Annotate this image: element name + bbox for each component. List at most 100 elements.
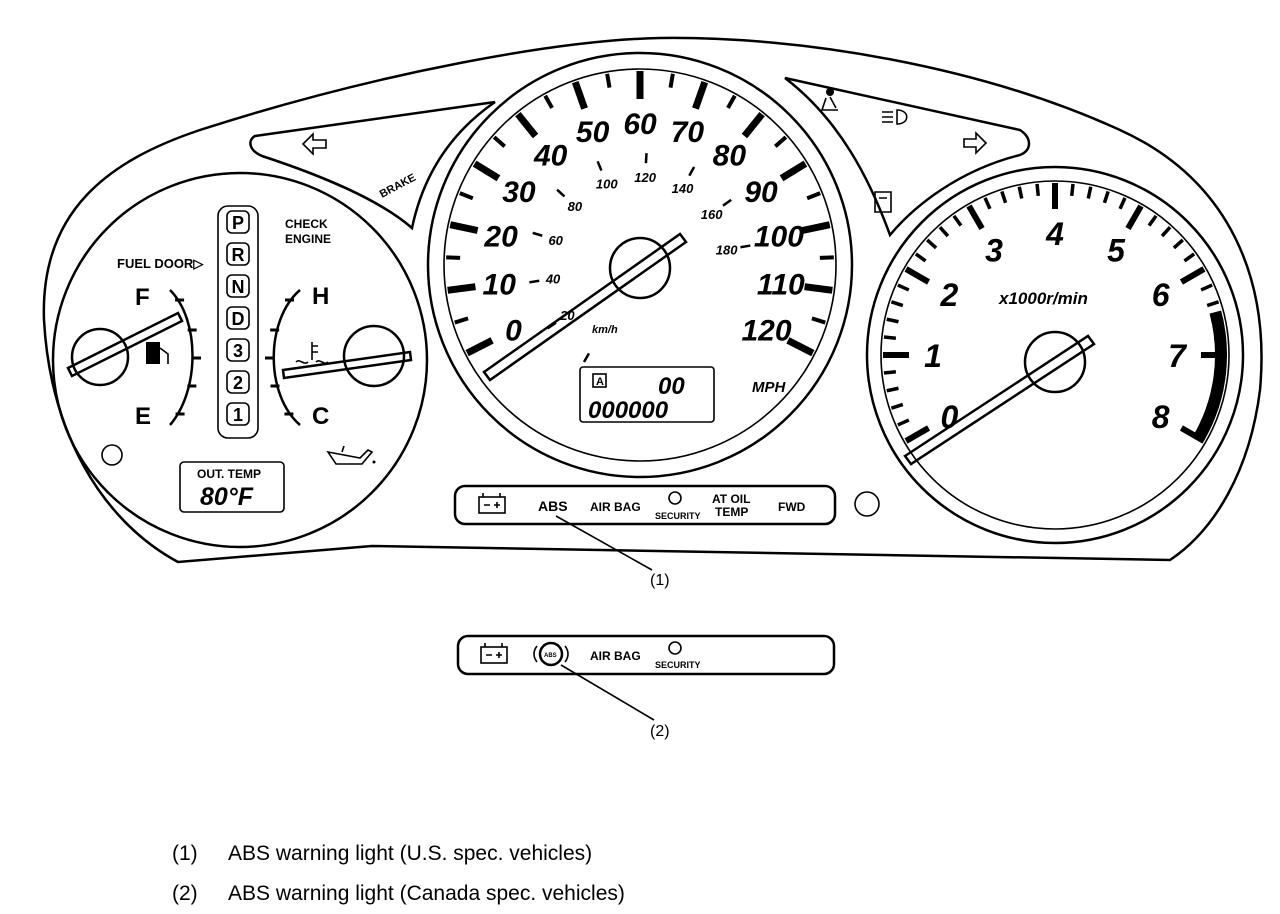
- legend-item-1-text: ABS warning light (U.S. spec. vehicles): [228, 842, 593, 865]
- trip-value: 00: [658, 373, 685, 400]
- fuel-full-label: F: [135, 284, 150, 311]
- mph-tick: [515, 112, 539, 139]
- kmh-tick: [529, 279, 540, 284]
- mph-tick: [726, 94, 737, 109]
- odometer-display: A 00 000000: [579, 366, 715, 424]
- security-label-canada: SECURITY: [655, 660, 701, 670]
- abs-label-canada: ABS: [544, 653, 557, 659]
- mph-tick: [804, 283, 833, 294]
- tach-label: 2: [939, 277, 958, 313]
- gear-letter: 2: [233, 373, 243, 393]
- tach-tick: [938, 226, 950, 238]
- tach-tick: [886, 317, 899, 324]
- temp-needle-hub: [342, 324, 406, 388]
- mph-tick: [692, 80, 709, 110]
- gear-box: [226, 370, 250, 394]
- battery-icon-canada: [480, 643, 508, 664]
- fuel-needle-hub: [70, 327, 130, 387]
- mph-label: 70: [671, 116, 705, 149]
- tach-tick: [1179, 266, 1206, 285]
- at-temp-label: TEMP: [715, 505, 748, 519]
- top-right-panel: [784, 76, 1031, 238]
- speedometer-needle-hub: [608, 236, 672, 300]
- mph-tick: [446, 255, 461, 260]
- check-engine-label-2: ENGINE: [285, 232, 331, 246]
- battery-icon: [478, 493, 506, 514]
- mph-label: 10: [483, 269, 517, 302]
- mph-label: 60: [623, 108, 657, 141]
- tach-tick: [883, 369, 897, 375]
- mph-label: 50: [576, 116, 610, 149]
- mph-label: 120: [741, 314, 791, 347]
- fuel-gauge: F E: [66, 284, 201, 430]
- mph-unit: MPH: [752, 379, 787, 396]
- odometer-mode: A: [596, 376, 604, 388]
- left-turn-signal-icon: [301, 132, 327, 156]
- tach-tick: [1200, 283, 1213, 292]
- tach-label: 3: [985, 232, 1003, 268]
- kmh-tick: [556, 188, 566, 198]
- fuel-pump-icon: [146, 342, 169, 364]
- out-temp-value: 80°F: [200, 483, 254, 511]
- tach-tick: [1172, 238, 1184, 250]
- kmh-tick: [596, 160, 603, 172]
- mph-tick: [668, 73, 675, 88]
- tach-tick: [1000, 190, 1008, 204]
- security-label-us: SECURITY: [655, 511, 701, 521]
- kmh-label: 120: [634, 170, 656, 185]
- mph-label: 30: [502, 176, 536, 209]
- mph-label: 0: [505, 314, 522, 347]
- tach-tick: [1147, 214, 1158, 227]
- gear-box: [226, 210, 250, 234]
- speedometer-needle: [482, 232, 688, 382]
- gear-box: [226, 402, 250, 426]
- tach-label: 5: [1107, 232, 1126, 268]
- legend-item-1: (1) ABS warning light (U.S. spec. vehicle…: [172, 842, 592, 866]
- tach-tick: [890, 300, 904, 308]
- out-temp-label: OUT. TEMP: [197, 467, 261, 481]
- tach-tick: [926, 238, 938, 250]
- mph-label: 20: [483, 220, 518, 253]
- at-oil-label: AT OIL: [712, 492, 750, 506]
- tach-tick: [890, 402, 904, 410]
- brake-warning-label: BRAKE: [378, 172, 418, 201]
- kmh-label: 140: [672, 181, 694, 196]
- gear-letter: 3: [233, 341, 243, 361]
- gear-letter: P: [232, 213, 244, 233]
- security-light-canada: [668, 641, 682, 655]
- gear-box: [226, 242, 250, 266]
- security-light-us: [668, 491, 682, 505]
- kmh-label: 160: [701, 207, 723, 222]
- mph-label: 80: [713, 140, 747, 173]
- top-left-panel: BRAKE: [249, 100, 496, 231]
- cluster-housing: [42, 36, 1263, 564]
- tach-label: 4: [1045, 216, 1064, 252]
- kmh-label: 60: [548, 233, 563, 248]
- oil-pressure-icon: [326, 445, 376, 465]
- abs-label-us: ABS: [538, 498, 568, 514]
- gear-box: [226, 338, 250, 362]
- mph-tick: [543, 94, 554, 109]
- temp-cold-label: C: [312, 403, 329, 430]
- airbag-label-us: AIR BAG: [590, 500, 641, 514]
- us-warning-strip: ABS AIR BAG SECURITY AT OIL TEMP FWD: [453, 484, 837, 526]
- tach-label: 1: [924, 338, 942, 374]
- tach-tick: [883, 335, 897, 341]
- mph-tick: [449, 221, 479, 234]
- mph-tick: [819, 255, 834, 260]
- gear-letter: R: [232, 245, 245, 265]
- left-reset-knob: [101, 444, 123, 466]
- abs-circle-icon: ABS: [533, 641, 569, 667]
- door-open-icon: [874, 191, 892, 213]
- legend-item-1-number: (1): [172, 842, 198, 865]
- coolant-temp-icon: [295, 342, 329, 364]
- tach-label: 6: [1152, 277, 1170, 313]
- odometer-value: 000000: [588, 397, 669, 424]
- mph-tick: [571, 80, 588, 110]
- temp-needle: [281, 350, 413, 380]
- tach-label: 7: [1168, 338, 1188, 374]
